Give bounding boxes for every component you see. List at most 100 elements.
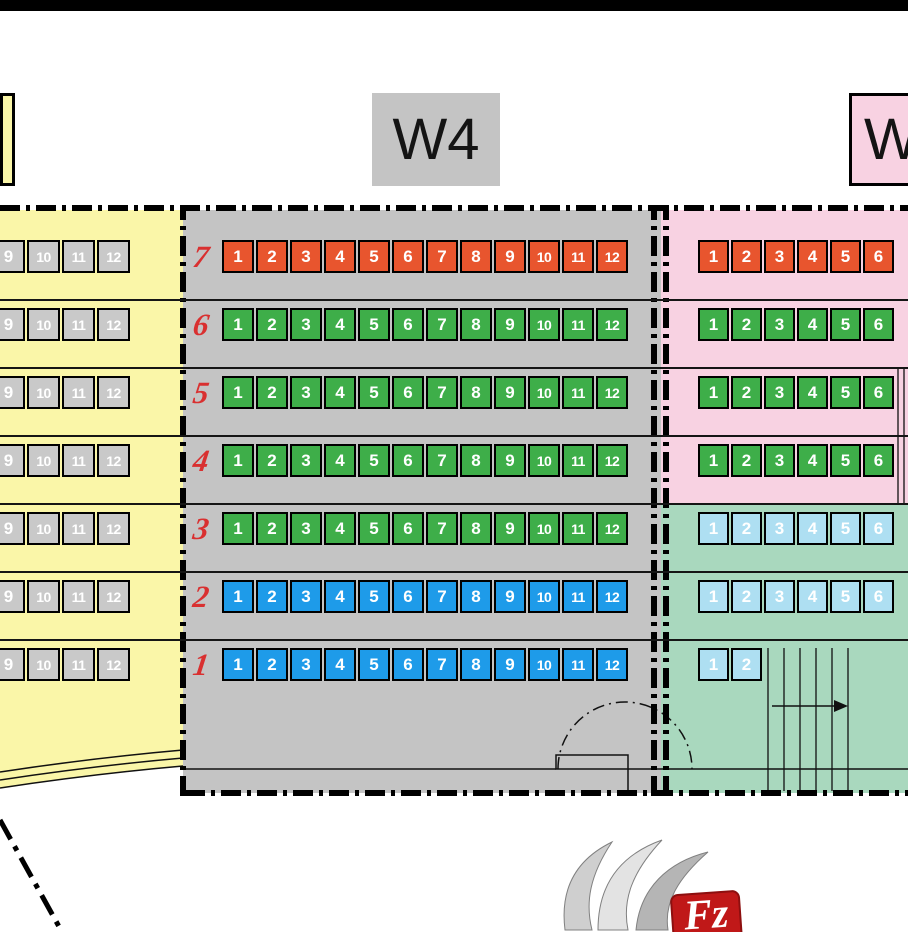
middle-zone-cell: 1 — [222, 648, 254, 681]
left-zone-cell: 10 — [27, 580, 60, 613]
middle-zone-cell: 7 — [426, 240, 458, 273]
middle-zone-cell: 12 — [596, 444, 628, 477]
middle-zone-cell: 10 — [528, 240, 560, 273]
boundary-top — [0, 205, 908, 211]
middle-zone-cell: 12 — [596, 580, 628, 613]
right-zone-cell: 5 — [830, 240, 861, 273]
row-number-label: 7 — [190, 239, 212, 274]
right-zone-cell: 5 — [830, 444, 861, 477]
middle-zone-cell: 11 — [562, 308, 594, 341]
right-zone-cell: 2 — [731, 580, 762, 613]
right-zone-cell: 1 — [698, 580, 729, 613]
boundary-gray-right-2 — [663, 205, 669, 796]
row-separator-line — [0, 435, 908, 437]
middle-zone-cell: 10 — [528, 376, 560, 409]
right-zone-cell: 6 — [863, 444, 894, 477]
middle-zone-cell: 10 — [528, 444, 560, 477]
right-zone-cell: 4 — [797, 512, 828, 545]
right-zone-cell: 2 — [731, 376, 762, 409]
left-zone-cell: 9 — [0, 580, 25, 613]
middle-zone-cell: 4 — [324, 376, 356, 409]
row-number-label: 3 — [190, 511, 212, 546]
boundary-bottom — [185, 790, 908, 796]
middle-zone-cell: 12 — [596, 240, 628, 273]
left-zone-cell: 12 — [97, 580, 130, 613]
left-zone-cell: 11 — [62, 240, 95, 273]
middle-zone-cell: 6 — [392, 308, 424, 341]
middle-zone-cell: 4 — [324, 308, 356, 341]
middle-zone-cell: 3 — [290, 512, 322, 545]
top-border-bar — [0, 0, 908, 11]
middle-zone-cell: 2 — [256, 580, 288, 613]
middle-zone-cell: 9 — [494, 308, 526, 341]
middle-zone-cell: 9 — [494, 376, 526, 409]
left-zone-cell: 9 — [0, 308, 25, 341]
right-zone-cell: 5 — [830, 308, 861, 341]
logo-red-square — [670, 890, 744, 932]
left-zone-cell: 10 — [27, 376, 60, 409]
middle-zone-cell: 8 — [460, 648, 492, 681]
middle-zone-cell: 2 — [256, 512, 288, 545]
left-zone-cell: 9 — [0, 240, 25, 273]
row-number-label: 6 — [190, 307, 212, 342]
middle-zone-cell: 3 — [290, 240, 322, 273]
middle-zone-cell: 1 — [222, 308, 254, 341]
middle-zone-cell: 4 — [324, 512, 356, 545]
middle-zone-cell: 10 — [528, 308, 560, 341]
right-zone-cell: 4 — [797, 376, 828, 409]
left-zone-cell: 12 — [97, 444, 130, 477]
middle-zone-cell: 12 — [596, 308, 628, 341]
boundary-yellow-gray — [180, 205, 186, 796]
right-zone-cell: 5 — [830, 376, 861, 409]
left-zone-cell: 9 — [0, 376, 25, 409]
right-zone-cell: 2 — [731, 308, 762, 341]
middle-zone-cell: 5 — [358, 512, 390, 545]
middle-zone-cell: 11 — [562, 580, 594, 613]
middle-zone-cell: 10 — [528, 648, 560, 681]
middle-zone-cell: 5 — [358, 580, 390, 613]
middle-zone-cell: 12 — [596, 648, 628, 681]
left-zone-cell: 11 — [62, 444, 95, 477]
middle-zone-cell: 3 — [290, 444, 322, 477]
middle-zone-cell: 1 — [222, 512, 254, 545]
left-zone-cell: 12 — [97, 512, 130, 545]
middle-zone-cell: 2 — [256, 376, 288, 409]
left-zone-cell: 10 — [27, 308, 60, 341]
zone-left-yellow — [0, 210, 183, 793]
middle-zone-cell: 5 — [358, 308, 390, 341]
right-zone-cell: 3 — [764, 376, 795, 409]
row-number-label: 5 — [190, 375, 212, 410]
right-zone-cell: 1 — [698, 648, 729, 681]
middle-zone-cell: 8 — [460, 444, 492, 477]
left-zone-cell: 10 — [27, 444, 60, 477]
row-separator-line — [0, 571, 908, 573]
logo-leaf — [597, 839, 663, 931]
middle-zone-cell: 8 — [460, 512, 492, 545]
middle-zone-cell: 3 — [290, 580, 322, 613]
zone-title-text-right: W — [864, 107, 908, 172]
middle-zone-cell: 7 — [426, 580, 458, 613]
right-zone-cell: 2 — [731, 240, 762, 273]
left-zone-cell: 9 — [0, 512, 25, 545]
left-zone-cell: 9 — [0, 648, 25, 681]
left-zone-cell: 9 — [0, 444, 25, 477]
middle-zone-cell: 12 — [596, 376, 628, 409]
logo-text: Fz — [681, 890, 730, 932]
middle-zone-cell: 5 — [358, 240, 390, 273]
middle-zone-cell: 8 — [460, 376, 492, 409]
middle-zone-cell: 7 — [426, 648, 458, 681]
row-separator-line — [0, 503, 908, 505]
middle-zone-cell: 11 — [562, 240, 594, 273]
left-zone-cell: 10 — [27, 512, 60, 545]
middle-zone-cell: 12 — [596, 512, 628, 545]
middle-zone-cell: 2 — [256, 444, 288, 477]
right-zone-cell: 3 — [764, 308, 795, 341]
middle-zone-cell: 4 — [324, 444, 356, 477]
zone-label-right: W — [849, 93, 908, 186]
left-zone-cell: 12 — [97, 648, 130, 681]
zone-label-left-partial — [0, 93, 15, 186]
middle-zone-cell: 9 — [494, 648, 526, 681]
right-zone-cell: 3 — [764, 580, 795, 613]
middle-zone-cell: 7 — [426, 512, 458, 545]
